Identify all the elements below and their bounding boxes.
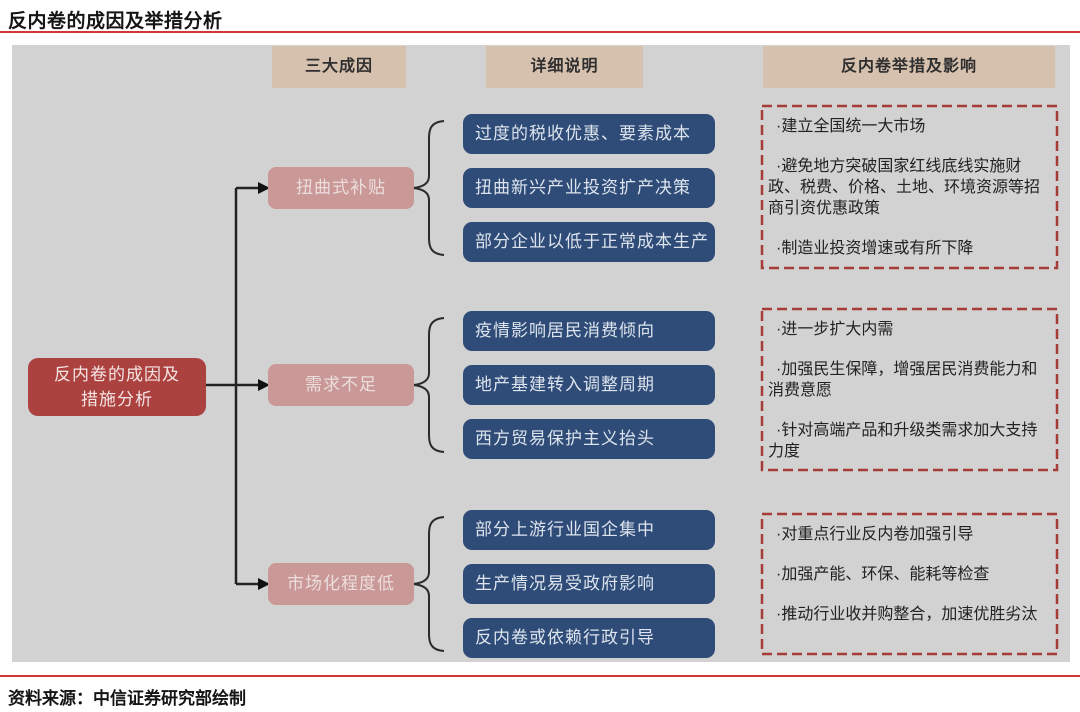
cause-box-1: 扭曲式补贴 [268,167,414,209]
detail-box-3-3: 反内卷或依赖行政引导 [463,618,715,658]
measure-item-3-2: ·加强产能、环保、能耗等检查 [776,566,990,583]
detail-box-2-1: 疫情影响居民消费倾向 [463,311,715,351]
column-header-measures: 反内卷举措及影响 [763,46,1055,88]
detail-box-3-2: 生产情况易受政府影响 [463,564,715,604]
column-header-details: 详细说明 [486,46,643,88]
root-box-line2: 措施分析 [81,390,153,409]
cause-box-3: 市场化程度低 [268,563,414,605]
measures-box-2: ·进一步扩大内需 ·加强民生保障，增强居民消费能力和消费意愿 ·针对高端产品和升… [762,309,1057,470]
measures-box-1: ·建立全国统一大市场 ·避免地方突破国家红线底线实施财政、税费、价格、土地、环境… [762,106,1057,268]
measure-item-1-3: ·制造业投资增速或有所下降 [776,240,974,257]
detail-box-2-3: 西方贸易保护主义抬头 [463,419,715,459]
title-rule [0,31,1080,33]
measure-item-3-3: ·推动行业收并购整合，加速优胜劣汰 [776,606,1038,623]
detail-box-1-1: 过度的税收优惠、要素成本 [463,114,715,154]
column-header-causes: 三大成因 [272,46,406,88]
measure-item-2-1: ·进一步扩大内需 [776,321,894,338]
measure-item-2-2: ·加强民生保障，增强居民消费能力和消费意愿 [768,361,1038,399]
root-box: 反内卷的成因及 措施分析 [28,358,206,416]
measure-item-1-2: ·避免地方突破国家红线底线实施财政、税费、价格、土地、环境资源等招商引资优惠政策 [768,158,1041,217]
measure-item-2-3: ·针对高端产品和升级类需求加大支持力度 [768,422,1038,460]
footer-rule [0,675,1080,677]
measure-item-3-1: ·对重点行业反内卷加强引导 [776,526,974,543]
detail-box-2-2: 地产基建转入调整周期 [463,365,715,405]
cause-box-2: 需求不足 [268,364,414,406]
detail-box-1-2: 扭曲新兴产业投资扩产决策 [463,168,715,208]
source-note: 资料来源：中信证券研究部绘制 [8,689,246,708]
page-title: 反内卷的成因及举措分析 [8,11,223,32]
detail-box-3-1: 部分上游行业国企集中 [463,510,715,550]
detail-box-1-3: 部分企业以低于正常成本生产 [463,222,715,262]
measures-box-3: ·对重点行业反内卷加强引导 ·加强产能、环保、能耗等检查 ·推动行业收并购整合，… [762,514,1057,654]
root-box-line1: 反内卷的成因及 [54,365,180,384]
measure-item-1-1: ·建立全国统一大市场 [776,118,926,135]
